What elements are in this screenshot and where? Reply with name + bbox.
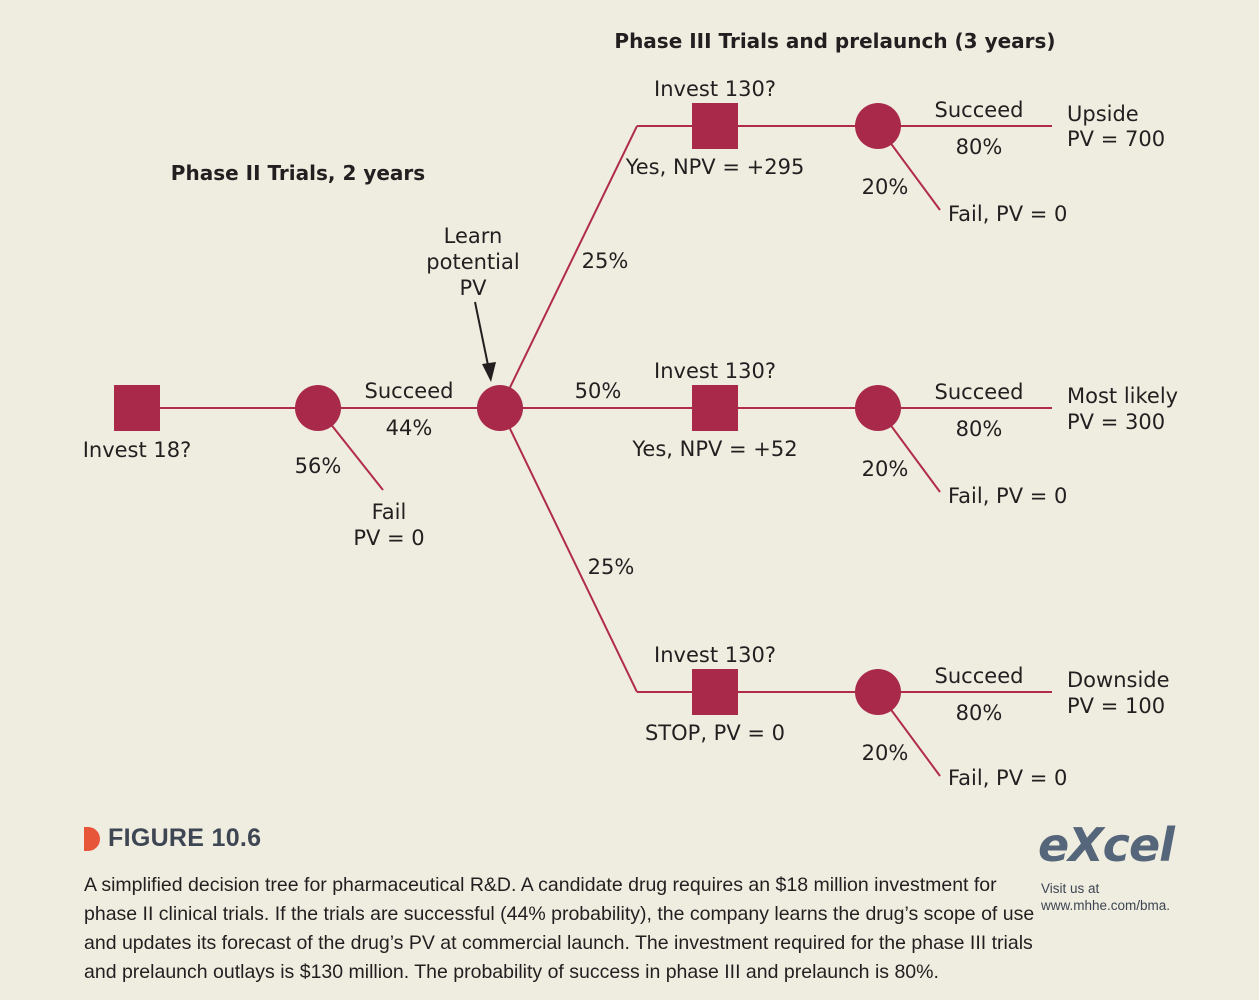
figure-caption: A simplified decision tree for pharmaceu… [84, 874, 1035, 983]
phase2-fail-pv: PV = 0 [353, 526, 424, 550]
visit-note: Visit us at www.mhhe.com/bma. [1041, 880, 1170, 914]
excel-logo-x: X [1068, 818, 1103, 872]
lower-prob-succeed: 80% [956, 701, 1003, 725]
phase2-succeed-label: Succeed [365, 379, 454, 403]
middle-outcome-title: Most likely [1067, 384, 1178, 408]
decision-tree: Phase III Trials and prelaunch (3 years)… [83, 29, 1178, 790]
phase2-prob-fail: 56% [295, 454, 342, 478]
excel-logo-e: e [1038, 818, 1069, 872]
chance-node-lower [855, 669, 901, 715]
upper-prob-fail: 20% [862, 175, 909, 199]
chance-node-learn-pv [477, 385, 523, 431]
learn-label-line3: PV [459, 276, 487, 300]
prob-most-likely: 50% [575, 379, 622, 403]
middle-outcome-pv: PV = 300 [1067, 410, 1165, 434]
upper-fail-label: Fail, PV = 0 [948, 202, 1067, 226]
upper-decision-label: Invest 130? [654, 77, 776, 101]
chance-node-upper [855, 103, 901, 149]
middle-decision-label: Invest 130? [654, 359, 776, 383]
chance-node-middle [855, 385, 901, 431]
figure-label: FIGURE 10.6 [84, 824, 261, 853]
lower-succeed-label: Succeed [935, 664, 1024, 688]
visit-url: www.mhhe.com/bma. [1041, 898, 1171, 913]
decision-node-upper [692, 103, 738, 149]
figure-label-text: FIGURE 10.6 [108, 824, 262, 852]
excel-logo: eXcel [1038, 818, 1175, 872]
figure-marker-icon [84, 827, 100, 851]
middle-succeed-label: Succeed [935, 380, 1024, 404]
decision-node-invest-18 [114, 385, 160, 431]
lower-outcome-pv: PV = 100 [1067, 694, 1165, 718]
upper-outcome-pv: PV = 700 [1067, 127, 1165, 151]
lower-fail-label: Fail, PV = 0 [948, 766, 1067, 790]
arrow [474, 301, 496, 382]
branch-lines [137, 125, 1052, 777]
chance-node-phase2 [295, 385, 341, 431]
middle-fail-label: Fail, PV = 0 [948, 484, 1067, 508]
middle-result-label: Yes, NPV = +52 [631, 437, 797, 461]
prob-upside: 25% [582, 249, 629, 273]
upper-result-label: Yes, NPV = +295 [625, 155, 805, 179]
prob-downside: 25% [588, 555, 635, 579]
upper-outcome-title: Upside [1067, 102, 1139, 126]
invest-18-label: Invest 18? [83, 438, 192, 462]
phase3-heading: Phase III Trials and prelaunch (3 years) [614, 29, 1055, 53]
lower-outcome-title: Downside [1067, 668, 1170, 692]
upper-prob-succeed: 80% [956, 135, 1003, 159]
phase2-heading: Phase II Trials, 2 years [171, 161, 425, 185]
middle-prob-succeed: 80% [956, 417, 1003, 441]
phase2-fail-label: Fail [372, 500, 407, 524]
visit-line: Visit us at [1041, 881, 1100, 896]
phase2-prob-succeed: 44% [386, 416, 433, 440]
branch-line [499, 125, 638, 409]
middle-prob-fail: 20% [862, 457, 909, 481]
upper-succeed-label: Succeed [935, 98, 1024, 122]
learn-label-line1: Learn [444, 224, 503, 248]
lower-result-label: STOP, PV = 0 [645, 721, 785, 745]
lower-decision-label: Invest 130? [654, 643, 776, 667]
decision-node-lower [692, 669, 738, 715]
lower-prob-fail: 20% [862, 741, 909, 765]
decision-node-middle [692, 385, 738, 431]
excel-logo-rest: cel [1102, 818, 1175, 872]
learn-label-line2: potential [426, 250, 519, 274]
branch-line [499, 407, 638, 693]
